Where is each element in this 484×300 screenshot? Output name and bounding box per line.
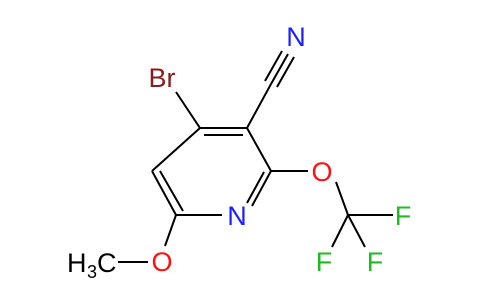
atom-methyl-subscript: 3 [87, 262, 97, 282]
bond-c2-n1 [251, 170, 272, 207]
bond-c4-br [175, 91, 201, 129]
nitrile-triple-bond [264, 50, 295, 88]
bond-c3-c2 [246, 127, 272, 172]
bond-cf3-f3 [347, 214, 366, 248]
atom-ring-oxygen: O [311, 157, 332, 187]
atom-fluorine-1: F [395, 201, 412, 231]
bond-c3-cn [246, 83, 272, 129]
pyridine-ring [151, 127, 272, 216]
bond-o-cf3 [335, 181, 349, 216]
atom-fluorine-2: F [316, 247, 333, 277]
bond-c6-c5-inner [159, 170, 184, 212]
bond-c6-c5 [151, 170, 177, 216]
atom-methyl-h: H [67, 248, 87, 278]
atom-bromine: Br [149, 63, 176, 93]
atom-fluorine-3: F [367, 247, 384, 277]
bond-c5-c4 [151, 127, 201, 172]
atom-ring-nitrogen: N [227, 201, 247, 231]
bond-cf3-f2 [331, 214, 349, 248]
bond-c2-n1-inner [246, 171, 265, 204]
atom-nitrile-nitrogen: N [286, 22, 306, 52]
bond-triple-right [276, 56, 295, 88]
bond-triple-center [270, 53, 289, 85]
bond-c6-o [164, 214, 177, 247]
atom-methoxy-oxygen: O [151, 247, 172, 277]
atom-methyl-c: C [97, 248, 117, 278]
bond-triple-left [264, 50, 283, 82]
